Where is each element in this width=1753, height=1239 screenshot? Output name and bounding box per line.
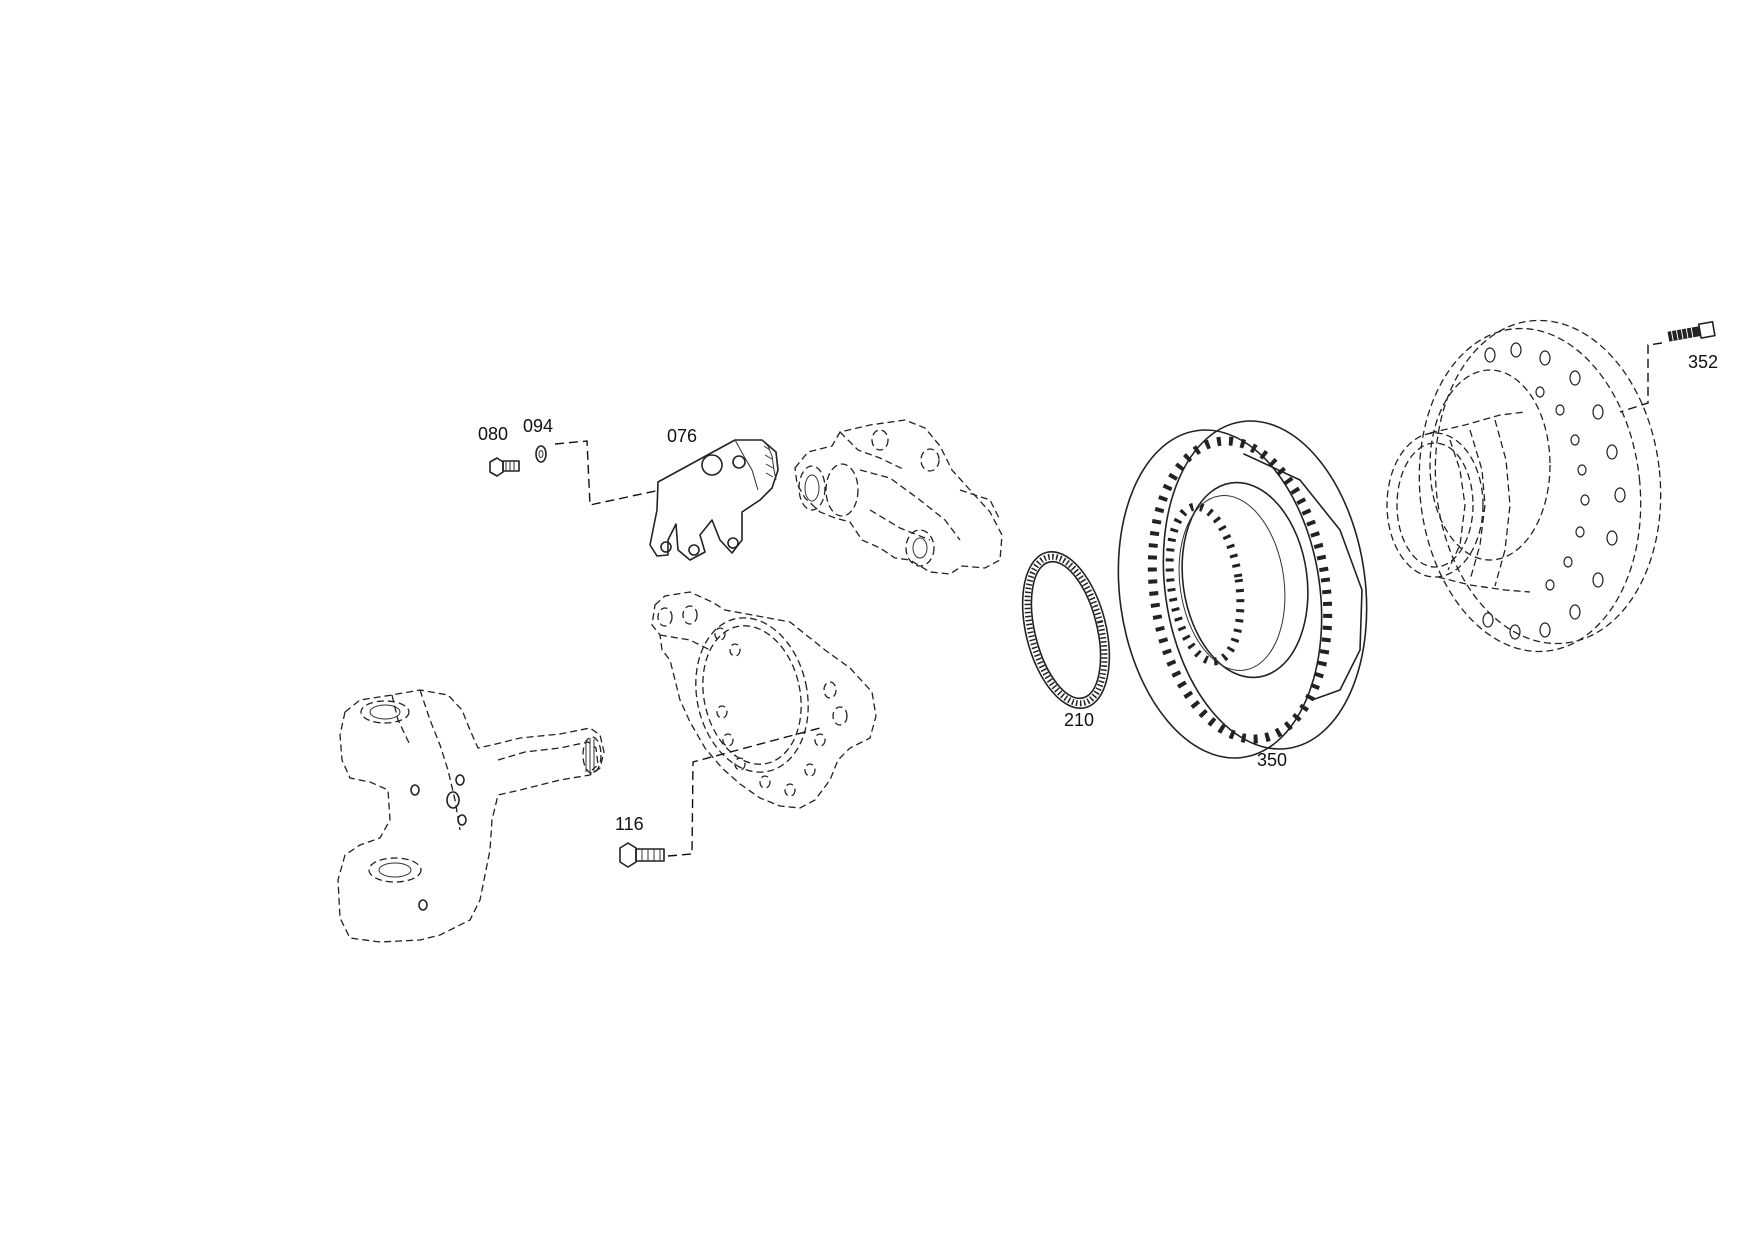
- leader-352-to-hub: [1619, 342, 1663, 413]
- leader-116-to-plate: [667, 727, 821, 857]
- leader-094-to-076: [554, 440, 661, 506]
- part-210-tone-ring[interactable]: [1008, 543, 1124, 718]
- callout-076: 076: [667, 426, 697, 446]
- part-116-bolt[interactable]: [619, 842, 665, 868]
- part-brake-caliper[interactable]: [794, 419, 1003, 575]
- part-076-bracket[interactable]: [649, 439, 779, 561]
- part-352-wheel-stud[interactable]: [1667, 321, 1716, 344]
- callout-350: 350: [1257, 750, 1287, 770]
- part-080-bolt[interactable]: [489, 457, 520, 477]
- callout-210: 210: [1064, 710, 1094, 730]
- part-350-brake-disc[interactable]: [1098, 408, 1387, 772]
- part-steering-knuckle[interactable]: [337, 689, 605, 943]
- part-brake-anchor-plate[interactable]: [651, 591, 877, 809]
- callout-116: 116: [615, 814, 644, 834]
- callout-352: 352: [1688, 352, 1718, 372]
- callout-094: 094: [523, 416, 553, 436]
- part-094-washer[interactable]: [535, 445, 547, 463]
- part-wheel-hub[interactable]: [1386, 309, 1676, 662]
- callout-080: 080: [478, 424, 508, 444]
